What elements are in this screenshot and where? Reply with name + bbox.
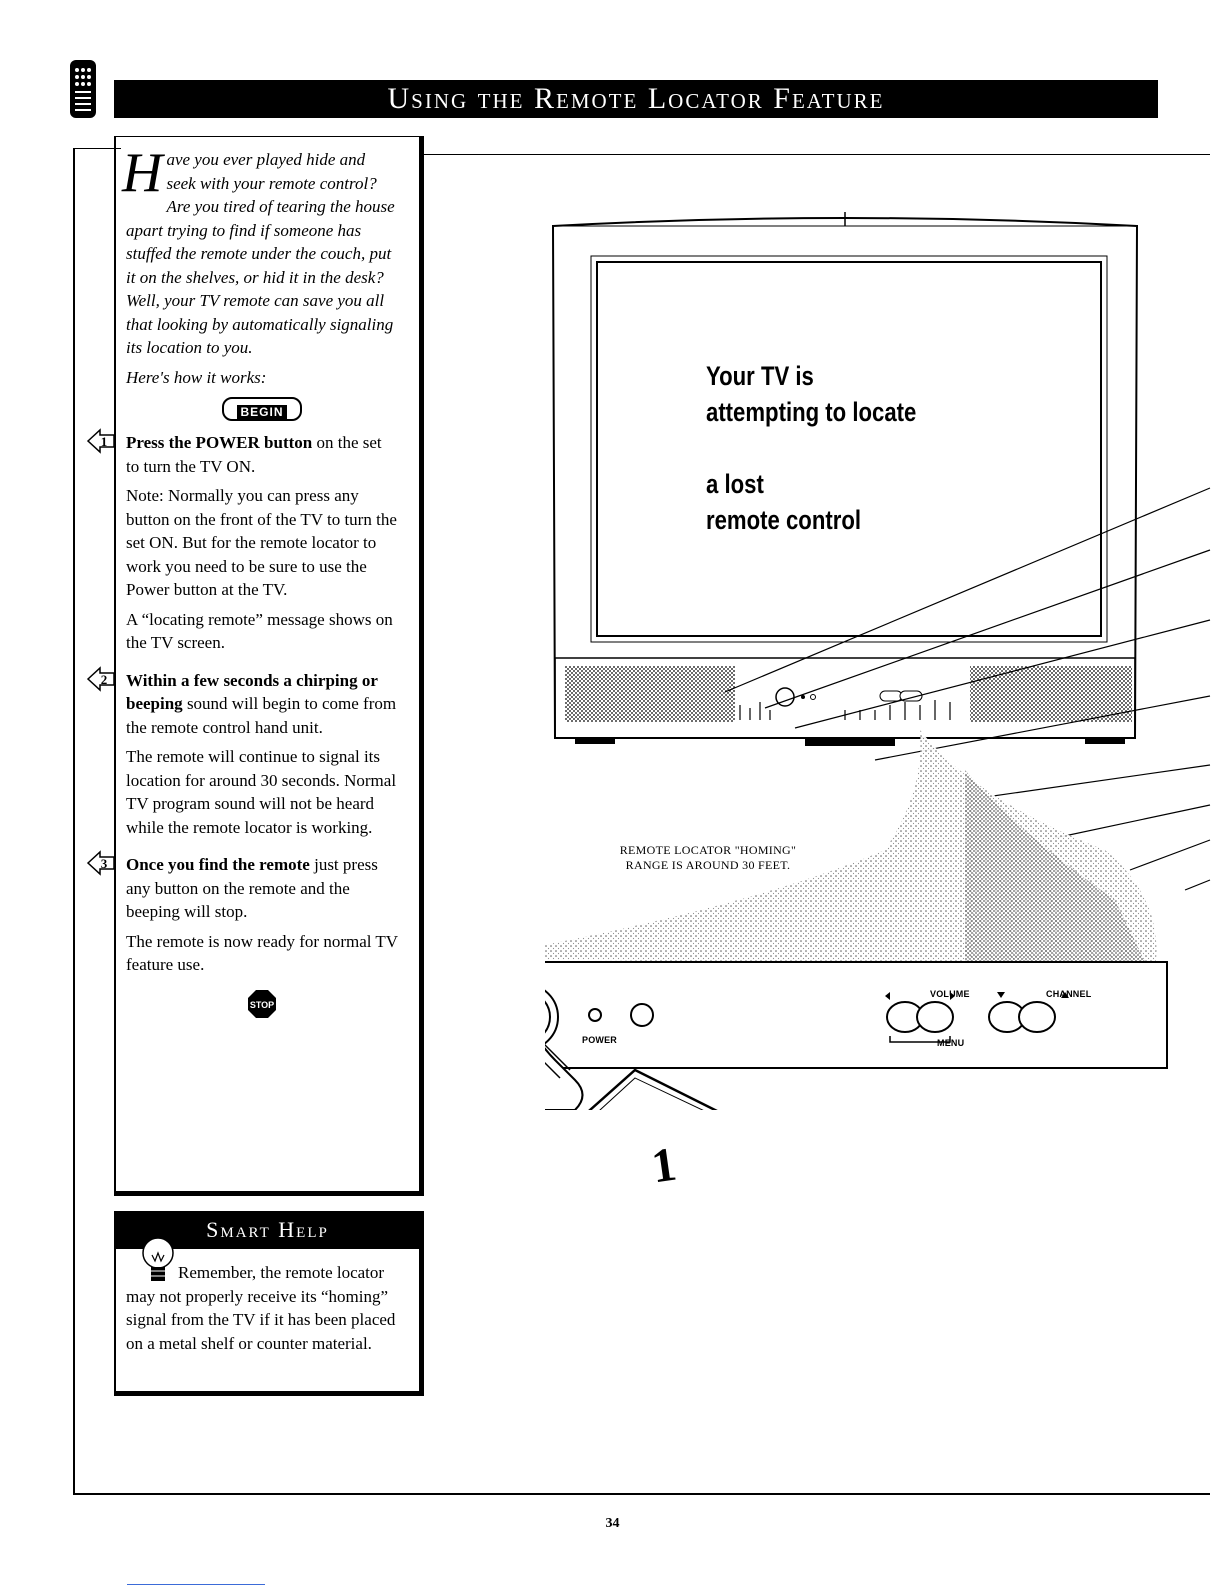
tv-message-line-1: Your TV is xyxy=(706,361,814,391)
step-2-number: 2 xyxy=(101,672,108,687)
step-arrow-icon: 1 xyxy=(86,428,115,454)
frame-left-rule xyxy=(73,148,75,1494)
how-it-works-label: Here's how it works: xyxy=(126,367,267,387)
step-3-number: 3 xyxy=(101,856,108,871)
channel-label: CHANNEL xyxy=(1046,989,1092,999)
step-arrow-icon: 3 xyxy=(86,850,115,876)
tv-illustration xyxy=(545,212,1211,1110)
frame-bottom-rule xyxy=(73,1493,1210,1495)
dropcap-letter: H xyxy=(122,142,163,204)
frame-top-right-rule xyxy=(420,154,1210,155)
remote-control-icon xyxy=(70,60,96,118)
begin-badge: BEGIN xyxy=(222,397,302,421)
volume-label: VOLUME xyxy=(930,989,970,999)
step-3-note: The remote is now ready for normal TV fe… xyxy=(126,931,398,975)
step-2-heading: Within a few seconds a chirping or beepi… xyxy=(126,670,378,714)
step-1-number: 1 xyxy=(101,434,108,449)
step-2-note: The remote will continue to signal its l… xyxy=(126,747,397,837)
step-2: 2 Within a few seconds a chirping or bee… xyxy=(86,665,398,840)
instruction-panel xyxy=(114,136,424,1196)
smart-help-title: Smart Help xyxy=(116,1211,419,1249)
menu-label: MENU xyxy=(937,1038,965,1048)
smart-help-text: Remember, the remote locator may not pro… xyxy=(126,1263,396,1353)
power-label: POWER xyxy=(582,1035,618,1045)
step-1-note: Note: Normally you can press any button … xyxy=(126,486,397,599)
step-1-heading: Press the POWER button xyxy=(126,433,313,452)
tv-screen-message: Your TV is attempting to locate a lost r… xyxy=(706,358,916,538)
step-3-heading: Once you find the remote xyxy=(126,855,310,874)
smart-help-box: Smart Help Remember, the remote locator … xyxy=(114,1211,424,1396)
page-number: 34 xyxy=(605,1516,620,1531)
tv-message-line-4: remote control xyxy=(706,505,862,535)
step-1: 1 Press the POWER button on the set to t… xyxy=(86,428,398,655)
step-1-message-note: A “locating remote” message shows on the… xyxy=(126,609,393,653)
frame-top-rule xyxy=(73,148,121,149)
step-3: 3 Once you find the remote just press an… xyxy=(86,850,398,977)
svg-text:STOP: STOP xyxy=(250,1000,274,1010)
tv-message-line-3: a lost xyxy=(706,469,764,499)
lightbulb-icon xyxy=(142,1237,174,1281)
step-arrow-icon: 2 xyxy=(86,665,115,692)
step-1-badge-number: 1 xyxy=(648,1137,680,1194)
tv-message-line-2: attempting to locate xyxy=(706,397,917,427)
homing-range-caption: REMOTE LOCATOR "HOMING" RANGE IS AROUND … xyxy=(619,843,797,872)
stop-sign-icon: STOP xyxy=(248,989,276,1018)
page-title: Using the Remote Locator Feature xyxy=(114,80,1158,118)
